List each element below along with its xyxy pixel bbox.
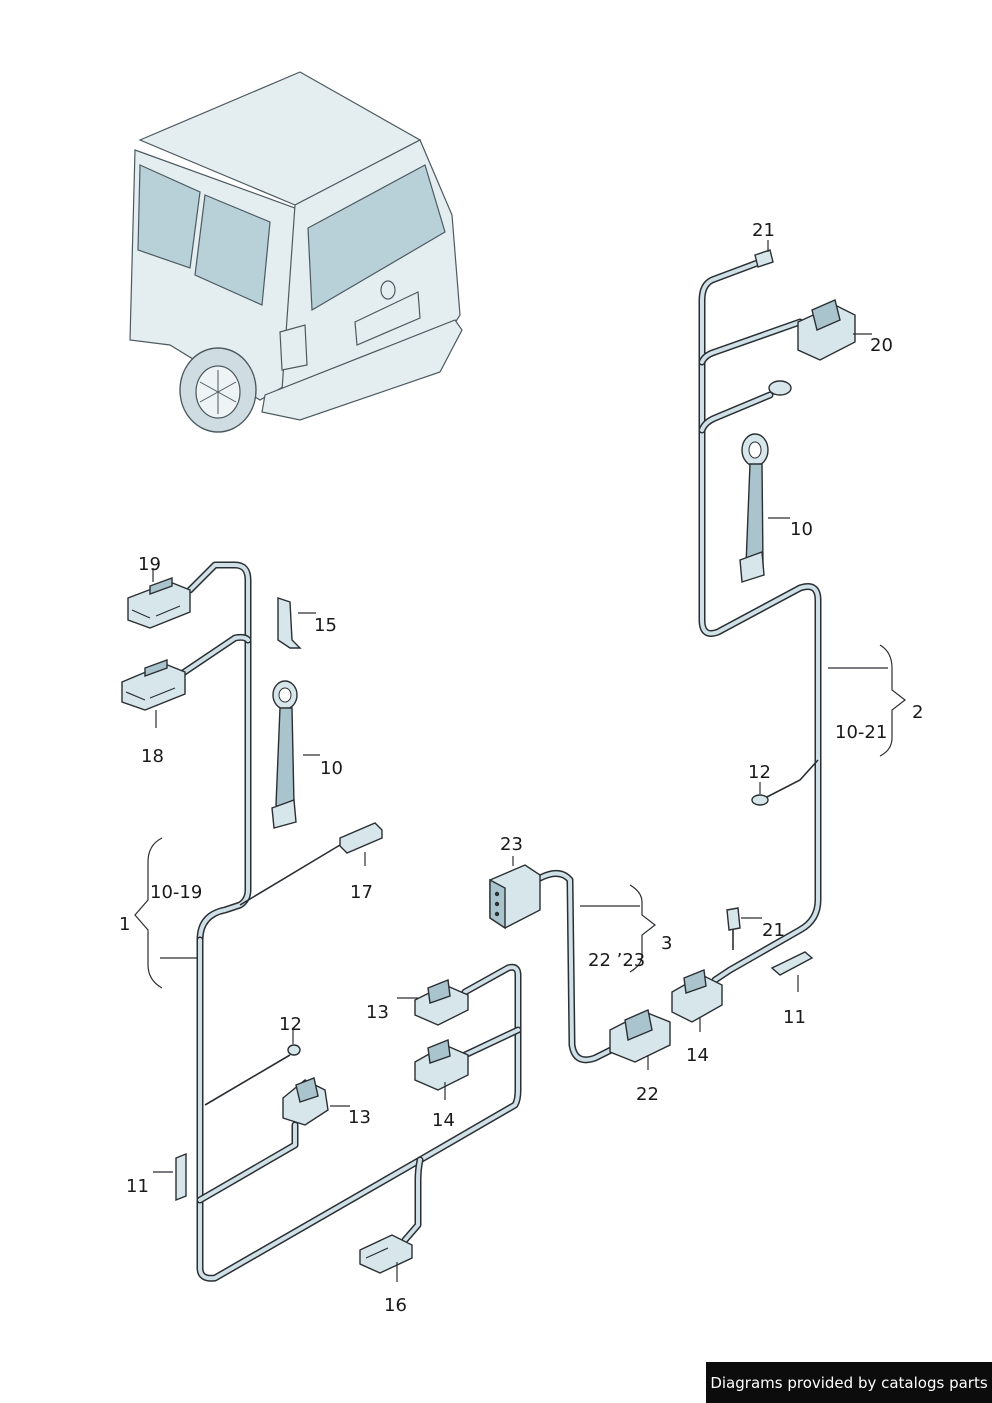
grommet-10-right <box>739 433 769 583</box>
label-13-left: 13 <box>348 1107 371 1128</box>
eyelet-12-left <box>287 1044 301 1056</box>
harness-2 <box>671 249 856 1023</box>
connector-14-right <box>671 969 723 1023</box>
label-3-range: 22 ’23 <box>588 950 645 971</box>
sensor-17 <box>339 822 383 854</box>
label-2: 2 <box>912 702 923 723</box>
connector-20 <box>797 299 856 361</box>
label-10-right: 10 <box>790 519 813 540</box>
clip-15 <box>277 597 302 649</box>
label-15: 15 <box>314 615 337 636</box>
label-22: 22 <box>636 1084 659 1105</box>
connector-13-left <box>282 1077 329 1126</box>
vehicle-rear-view <box>129 71 463 433</box>
label-21-lower: 21 <box>762 920 785 941</box>
label-17: 17 <box>350 882 373 903</box>
callout-labels: 19 15 18 10 17 10-19 1 12 13 11 13 14 16… <box>119 220 923 1316</box>
connector-13-mid <box>414 979 469 1026</box>
cap-11-right <box>770 951 814 976</box>
label-18: 18 <box>141 746 164 767</box>
label-21-top: 21 <box>752 220 775 241</box>
eyelet-12-right <box>751 794 769 806</box>
connector-14-mid <box>414 1039 469 1091</box>
eyelet-top <box>768 380 792 396</box>
label-1-range: 10-19 <box>150 882 202 903</box>
label-11-left: 11 <box>126 1176 149 1197</box>
harness-3 <box>489 864 671 1064</box>
connector-19 <box>127 577 191 629</box>
label-12-left: 12 <box>279 1014 302 1035</box>
connector-22 <box>609 1009 671 1063</box>
label-3: 3 <box>661 933 672 954</box>
sensor-21-lower <box>726 907 741 931</box>
label-16: 16 <box>384 1295 407 1316</box>
cap-11-left <box>175 1152 187 1202</box>
label-20: 20 <box>870 335 893 356</box>
label-13-mid: 13 <box>366 1002 389 1023</box>
connector-23 <box>489 864 541 930</box>
label-2-range: 10-21 <box>835 722 887 743</box>
sensor-21-top <box>754 249 774 268</box>
harness-1 <box>121 561 522 1282</box>
label-12-right: 12 <box>748 762 771 783</box>
label-10-left: 10 <box>320 758 343 779</box>
leader-lines <box>134 240 906 1282</box>
label-11-right: 11 <box>783 1007 806 1028</box>
label-14-mid: 14 <box>432 1110 455 1131</box>
label-19: 19 <box>138 554 161 575</box>
credit-text: Diagrams provided by catalogs parts <box>710 1373 988 1392</box>
grommet-10-left <box>271 680 298 829</box>
label-14-right: 14 <box>686 1045 709 1066</box>
connector-16 <box>359 1234 413 1274</box>
label-1: 1 <box>119 914 130 935</box>
credit-banner: Diagrams provided by catalogs parts <box>706 1362 992 1403</box>
label-23: 23 <box>500 834 523 855</box>
connector-18 <box>121 659 186 711</box>
